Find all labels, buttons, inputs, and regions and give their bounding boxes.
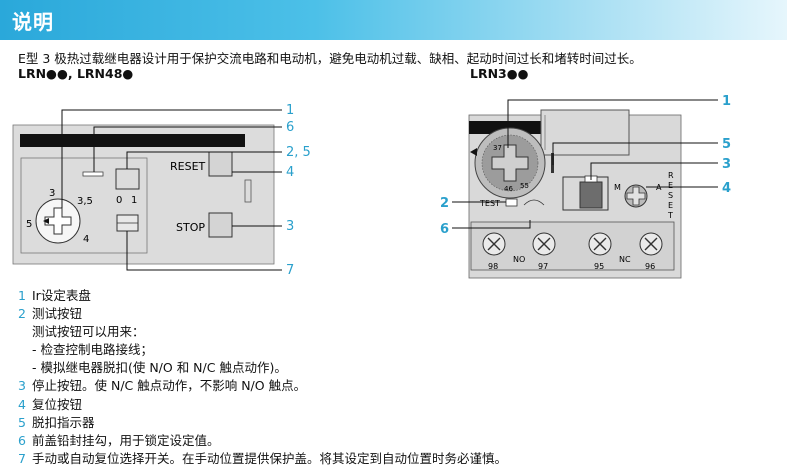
callout-4: 4: [286, 165, 294, 180]
right-relay-cover: [540, 109, 630, 156]
left-diagram-title: LRN●●, LRN48●: [18, 66, 134, 81]
callout-right-6: 6: [440, 222, 449, 237]
reset-mode-switch: [115, 168, 140, 190]
svg-text:NC: NC: [619, 255, 631, 264]
dial-cross: [44, 207, 72, 235]
callout-right-3: 3: [722, 157, 731, 172]
callout-7: 7: [286, 263, 294, 278]
callout-6: 6: [286, 120, 294, 135]
svg-text:R: R: [668, 171, 674, 180]
svg-text:3: 3: [49, 188, 55, 199]
svg-text:5: 5: [26, 219, 32, 230]
svg-text:S: S: [668, 191, 673, 200]
svg-text:3,5: 3,5: [77, 196, 93, 207]
callout-right-4: 4: [722, 181, 731, 196]
svg-text:M: M: [614, 183, 621, 192]
svg-text:0: 0: [116, 195, 122, 206]
section-title: 说明: [12, 10, 54, 34]
svg-text:97: 97: [538, 262, 548, 271]
svg-text:NO: NO: [513, 255, 525, 264]
dial-cross-right: [491, 144, 529, 182]
stop-label: STOP: [176, 221, 205, 234]
callout-right-2: 2: [440, 196, 449, 211]
callout-right-5: 5: [722, 137, 731, 152]
svg-text:37: 37: [493, 144, 502, 152]
svg-text:55: 55: [520, 182, 529, 190]
section-header: 说明: [0, 0, 787, 40]
stop-button: [208, 212, 233, 238]
test-button-right: [505, 198, 518, 207]
callout-right-1: 1: [722, 94, 731, 109]
legend-item: - 模拟继电器脱扣(使 N/O 和 N/C 触点动作)。: [32, 360, 287, 376]
reset-button: [208, 151, 233, 177]
callout-2-5: 2, 5: [286, 145, 311, 160]
legend-item: - 检查控制电路接线；: [32, 342, 153, 358]
reset-label: RESET: [170, 160, 206, 173]
svg-text:98: 98: [488, 262, 498, 271]
intro-text: E型 3 极热过载继电器设计用于保护交流电路和电动机，避免电动机过载、缺相、起动…: [18, 51, 642, 66]
svg-text:E: E: [668, 201, 673, 210]
svg-text:E: E: [668, 181, 673, 190]
svg-text:1: 1: [131, 195, 137, 206]
relay-diagrams: 3 3,5 4 5 0 1 RESET STOP 1 6 2, 5 4 3 7: [12, 94, 731, 279]
legend-item: 测试按钮可以用来：: [32, 324, 145, 340]
seal-hook: [82, 171, 104, 177]
svg-text:4: 4: [83, 234, 89, 245]
svg-text:96: 96: [645, 262, 655, 271]
callout-3: 3: [286, 219, 294, 234]
right-relay-diagram: 37 46 55 M A RESET TEST: [440, 94, 731, 279]
callout-1: 1: [286, 103, 294, 118]
left-relay-label-band: [20, 134, 245, 147]
svg-text:46: 46: [504, 185, 513, 193]
svg-text:95: 95: [594, 262, 604, 271]
svg-text:TEST: TEST: [479, 199, 500, 208]
svg-text:T: T: [667, 211, 673, 220]
right-diagram-title: LRN3●●: [470, 66, 529, 81]
left-relay-diagram: 3 3,5 4 5 0 1 RESET STOP 1 6 2, 5 4 3 7: [12, 103, 311, 278]
stop-button-right: [579, 181, 603, 209]
